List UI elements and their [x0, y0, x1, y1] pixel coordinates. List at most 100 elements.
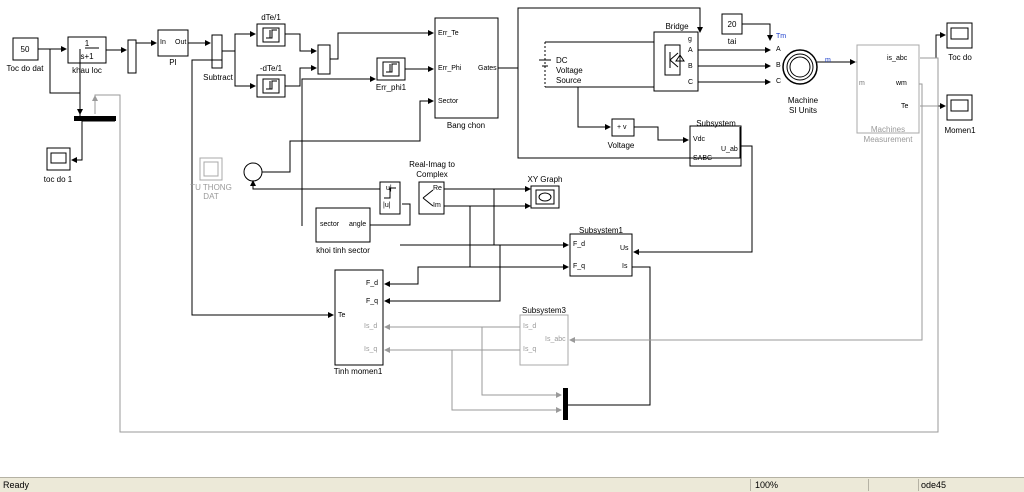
scope-momen1-label: Momen1 [944, 126, 976, 135]
tocdo1-label: toc do 1 [43, 175, 73, 184]
bang-chon-port-err-phi: Err_Phi [438, 65, 462, 72]
bridge-port-b: B [688, 63, 693, 70]
measurement-port-wm: wm [896, 80, 907, 87]
dte-top-relay [256, 23, 286, 47]
tm1-port-isq: Is_q [364, 346, 378, 353]
dc-source-line3: Source [556, 76, 582, 85]
subsystem-title: Subsystem [696, 119, 736, 128]
motor-symbol [782, 49, 818, 85]
pi-out-port: Out [175, 39, 187, 46]
khau-loc-den: s+1 [80, 52, 94, 61]
dc-source-line2: Voltage [556, 66, 583, 75]
u-port-1: u| [386, 185, 392, 192]
bridge-inner [664, 44, 685, 76]
subsystem1-port-us: Us [620, 245, 629, 252]
khau-loc-block [67, 36, 107, 64]
machine-port-a: A [776, 46, 781, 53]
kts-port-sector: sector [320, 221, 340, 228]
bridge-port-c: C [688, 79, 694, 86]
zoom-level: 100% [755, 480, 779, 490]
measurement-port-isabc: is_abc [887, 55, 908, 62]
dc-voltage-source [539, 41, 654, 88]
tm1-label: Tinh momen1 [333, 367, 383, 376]
bridge-port-g: g [688, 36, 692, 43]
tai-label: tai [727, 37, 737, 46]
subsystem1-block [569, 233, 633, 277]
measurement-block [856, 44, 920, 134]
subsystem1-title: Subsystem1 [578, 226, 624, 235]
scope-tocdo-label: Toc do [948, 53, 972, 62]
voltage-label: Voltage [607, 141, 635, 150]
subtract-label: Subtract [203, 73, 233, 82]
dte-bot-relay [256, 74, 286, 98]
bang-chon-port-gates: Gates [478, 65, 497, 72]
dte-top-label: dTe/1 [261, 13, 281, 22]
khau-loc-num: 1 [84, 39, 90, 48]
diagram-graphics [12, 7, 973, 433]
status-bar: Ready 100% ode45 [0, 477, 1024, 492]
const50-value: 50 [20, 45, 30, 54]
sum-2 [317, 44, 331, 75]
solver-name: ode45 [921, 480, 947, 490]
tu-thong-line1: TU THONG [190, 183, 232, 192]
real-imag-title-1: Real-Imag to [409, 160, 455, 169]
subsystem1-port-fq: F_q [573, 263, 586, 270]
subsystem-block [689, 125, 742, 167]
subsystem1-port-is: Is [622, 263, 628, 270]
machine-port-c: C [776, 78, 782, 85]
tm1-port-isd: Is_d [364, 323, 378, 330]
bang-chon-port-sector: Sector [438, 98, 459, 105]
tm1-port-fq: F_q [366, 298, 379, 305]
mux-bar-bottom [563, 388, 568, 420]
machine-port-m: m [825, 57, 831, 64]
voltage-sign: + v [617, 124, 627, 131]
real-imag-title-2: Complex [416, 170, 448, 179]
bang-chon-label: Bang chon [446, 121, 486, 130]
tu-thong-block [199, 157, 223, 181]
simulink-canvas[interactable]: 50 Toc do dat 1 s+1 khau loc In Out PI S… [0, 0, 1024, 477]
subsystem-port-vdc: Vdc [693, 136, 706, 143]
pi-block [157, 29, 189, 57]
sum-circle [243, 162, 263, 182]
u-port-2: |u| [383, 202, 391, 209]
tai-value: 20 [727, 20, 737, 29]
machine-port-b: B [776, 62, 781, 69]
measurement-label-2: Measurement [863, 135, 913, 144]
mux-1 [127, 39, 137, 74]
machine-label-1: Machine [787, 96, 819, 105]
subsystem-port-sabc: SABC [693, 155, 713, 162]
bang-chon-block [434, 17, 499, 119]
bridge-port-a: A [688, 47, 693, 54]
xy-graph-label: XY Graph [527, 175, 563, 184]
subsystem3-port-isd: Is_d [523, 323, 537, 330]
bang-chon-port-err-te: Err_Te [438, 30, 459, 37]
subsystem1-port-fd: F_d [573, 241, 586, 248]
subsystem3-port-isabc: Is_abc [545, 336, 566, 343]
khau-loc-label: khau loc [72, 66, 102, 75]
err-phi1-label: Err_phi1 [375, 83, 407, 92]
subtract-sum [211, 34, 223, 69]
mux-bar-top [74, 116, 116, 121]
tm1-port-te: Te [338, 312, 346, 319]
measurement-label-1: Machines [870, 125, 906, 134]
real-imag-port-re: Re [433, 185, 442, 192]
dc-source-line1: DC [556, 56, 568, 65]
subsystem3-block [519, 314, 569, 366]
pi-in-port: In [160, 39, 166, 46]
real-imag-port-im: Im [433, 202, 441, 209]
tm1-port-fd: F_d [366, 280, 379, 287]
err-phi1-relay [376, 57, 406, 81]
subsystem-port-uab: U_ab [721, 146, 738, 153]
const50-label: Toc do dat [6, 64, 44, 73]
kts-port-angle: angle [349, 221, 367, 228]
tinh-momen1-block [334, 269, 384, 366]
kts-label: khoi tinh sector [316, 246, 370, 255]
pi-label: PI [169, 58, 177, 67]
machine-label-2: SI Units [788, 106, 818, 115]
subsystem3-title: Subsystem3 [521, 306, 567, 315]
status-text: Ready [3, 480, 30, 490]
dte-bot-label: -dTe/1 [259, 64, 283, 73]
measurement-port-te: Te [901, 103, 909, 110]
khoi-tinh-sector-block [315, 207, 371, 243]
bridge-label: Bridge [665, 22, 689, 31]
